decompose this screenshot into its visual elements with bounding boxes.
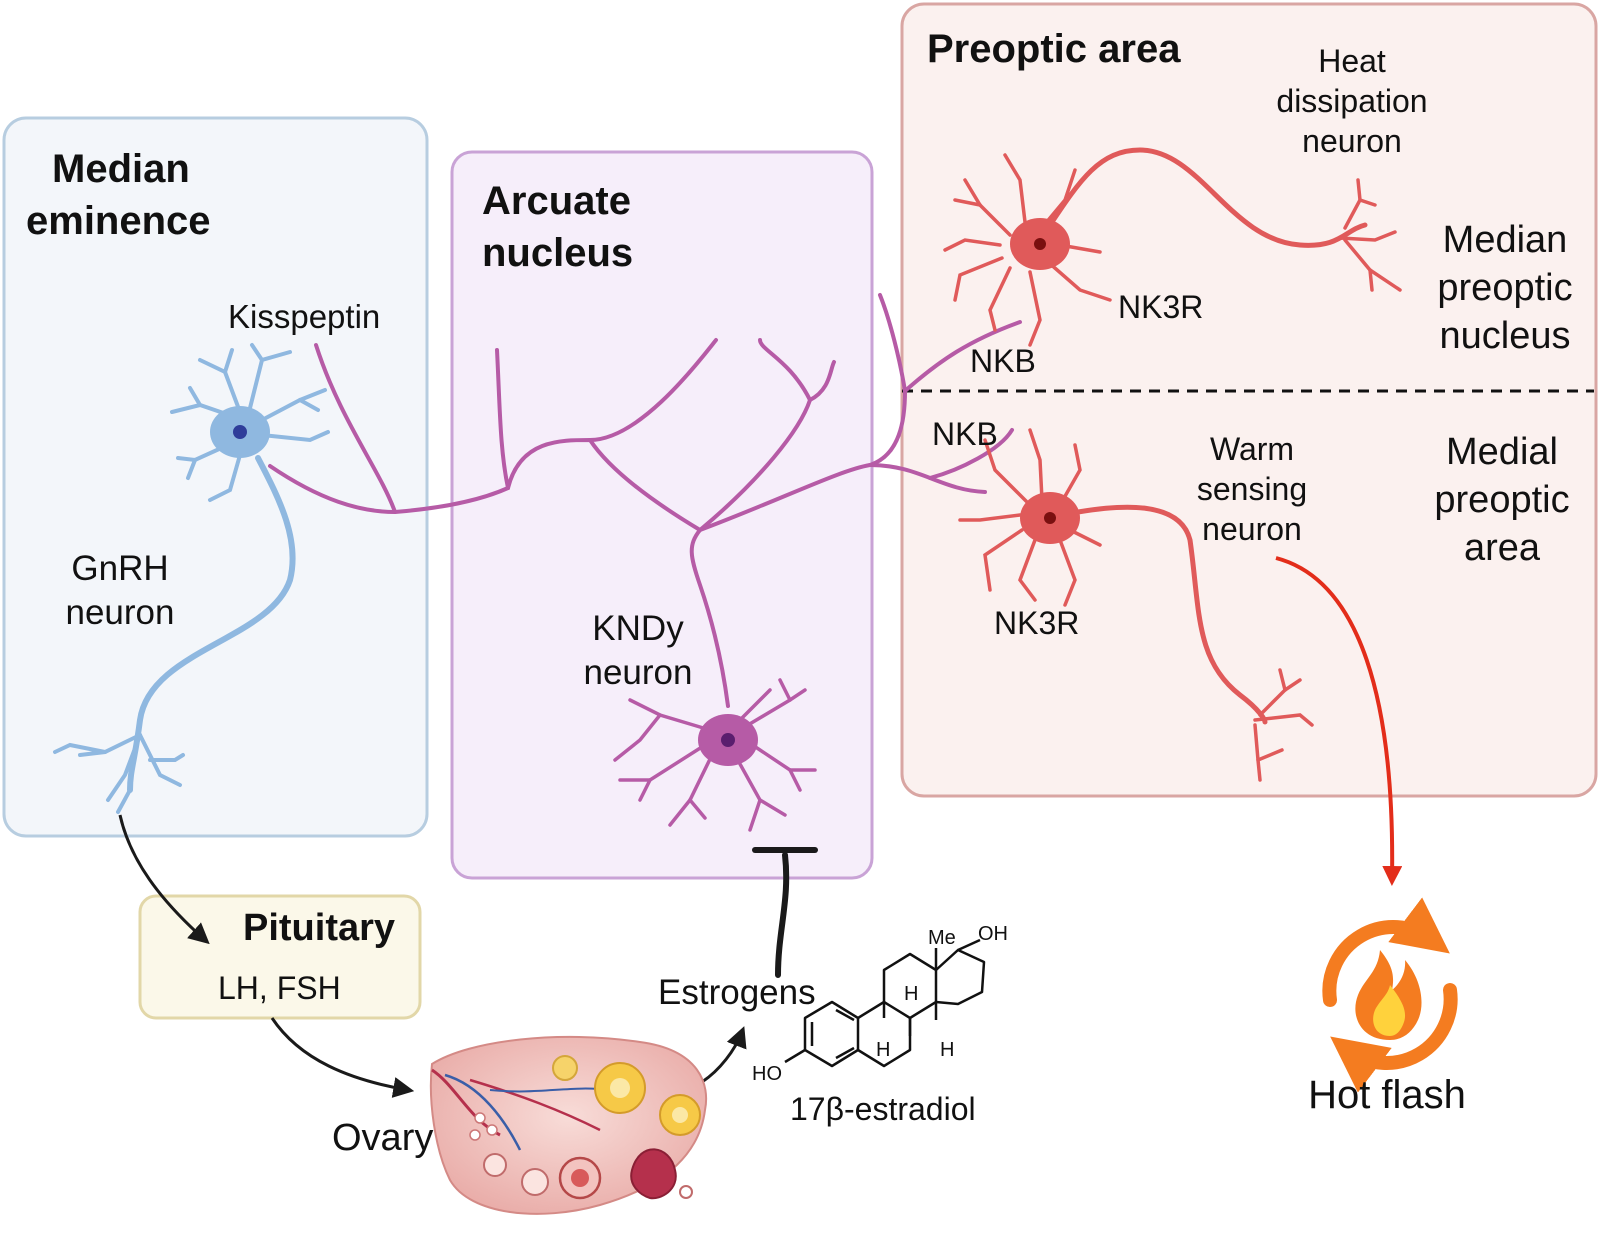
gnrh-nucleus (233, 425, 247, 439)
heat-dissipation-label-line3: neuron (1302, 123, 1402, 159)
gnrh-neuron-label-line2: neuron (66, 593, 175, 632)
heat-dissipation-neuron (943, 147, 1402, 347)
ovary-illustration (429, 1035, 708, 1215)
kndy-axon-tree (268, 293, 1022, 708)
medial-preoptic-area-line2: preoptic (1434, 479, 1569, 521)
medial-preoptic-area-line1: Medial (1446, 431, 1558, 473)
arcuate-nucleus-region (450, 150, 874, 880)
kndy-neuron-label-line1: KNDy (592, 609, 684, 648)
warm-sensing-label-line3: neuron (1202, 511, 1302, 547)
estradiol-h-label-2: H (876, 1039, 890, 1061)
nkb-lower-label: NKB (932, 416, 998, 452)
pituitary-title: Pituitary (243, 907, 395, 949)
heat-dissipation-label-line2: dissipation (1276, 83, 1427, 119)
warm-sensing-label-line2: sensing (1197, 471, 1307, 507)
pituitary-box (138, 894, 422, 1020)
arcuate-nucleus-title-line1: Arcuate (482, 179, 631, 223)
median-eminence-title-line1: Median (52, 147, 190, 191)
kisspeptin-label: Kisspeptin (228, 298, 380, 335)
hot-flash-icon (1322, 897, 1458, 1093)
heat-dissipation-label-line1: Heat (1318, 43, 1386, 79)
nkb-upper-label: NKB (970, 343, 1036, 379)
median-preoptic-nucleus-line3: nucleus (1440, 315, 1571, 357)
gnrh-to-pituitary-arrow (118, 814, 210, 945)
medial-preoptic-area-line3: area (1464, 527, 1541, 569)
follicle-group (469, 1055, 701, 1200)
preoptic-area-region (900, 2, 1598, 798)
ovary-label: Ovary (332, 1117, 433, 1159)
hot-flash-label: Hot flash (1308, 1073, 1466, 1117)
estradiol-methyl-label: Me (928, 927, 956, 949)
arcuate-nucleus-title-line2: nucleus (482, 231, 633, 275)
estradiol-h-label-3: H (940, 1039, 954, 1061)
estradiol-oh-label: OH (978, 923, 1008, 945)
kndy-nucleus (721, 733, 735, 747)
nk3r-lower-label: NK3R (994, 605, 1079, 641)
warm-sensing-nucleus (1044, 512, 1056, 524)
kndy-neuron-label-line2: neuron (584, 653, 693, 692)
heat-dissipation-nucleus (1034, 238, 1046, 250)
median-eminence-region (2, 116, 429, 838)
median-preoptic-nucleus-line1: Median (1443, 219, 1568, 261)
estradiol-name-label: 17β-estradiol (790, 1091, 976, 1127)
warm-sensing-to-hot-flash-arrow (1275, 556, 1403, 886)
kndy-neuron (613, 678, 817, 832)
estradiol-h-label-1: H (904, 983, 918, 1005)
pituitary-to-ovary-arrow (270, 1017, 415, 1098)
estradiol-ho-label: HO (752, 1063, 782, 1085)
preoptic-area-title: Preoptic area (927, 27, 1181, 71)
ovary-to-estrogens-arrow (701, 1026, 747, 1084)
warm-sensing-label-line1: Warm (1210, 431, 1294, 467)
median-eminence-title-line2: eminence (26, 199, 211, 243)
estrogen-inhibition-arrow (752, 847, 818, 978)
estradiol-structure (784, 938, 986, 1068)
pituitary-hormones: LH, FSH (218, 970, 341, 1006)
gnrh-neuron-label-line1: GnRH (71, 549, 168, 588)
median-preoptic-nucleus-line2: preoptic (1437, 267, 1572, 309)
estrogens-label: Estrogens (658, 973, 816, 1012)
nk3r-upper-label: NK3R (1118, 289, 1203, 325)
gnrh-neuron (53, 343, 330, 814)
warm-sensing-neuron (958, 428, 1314, 782)
